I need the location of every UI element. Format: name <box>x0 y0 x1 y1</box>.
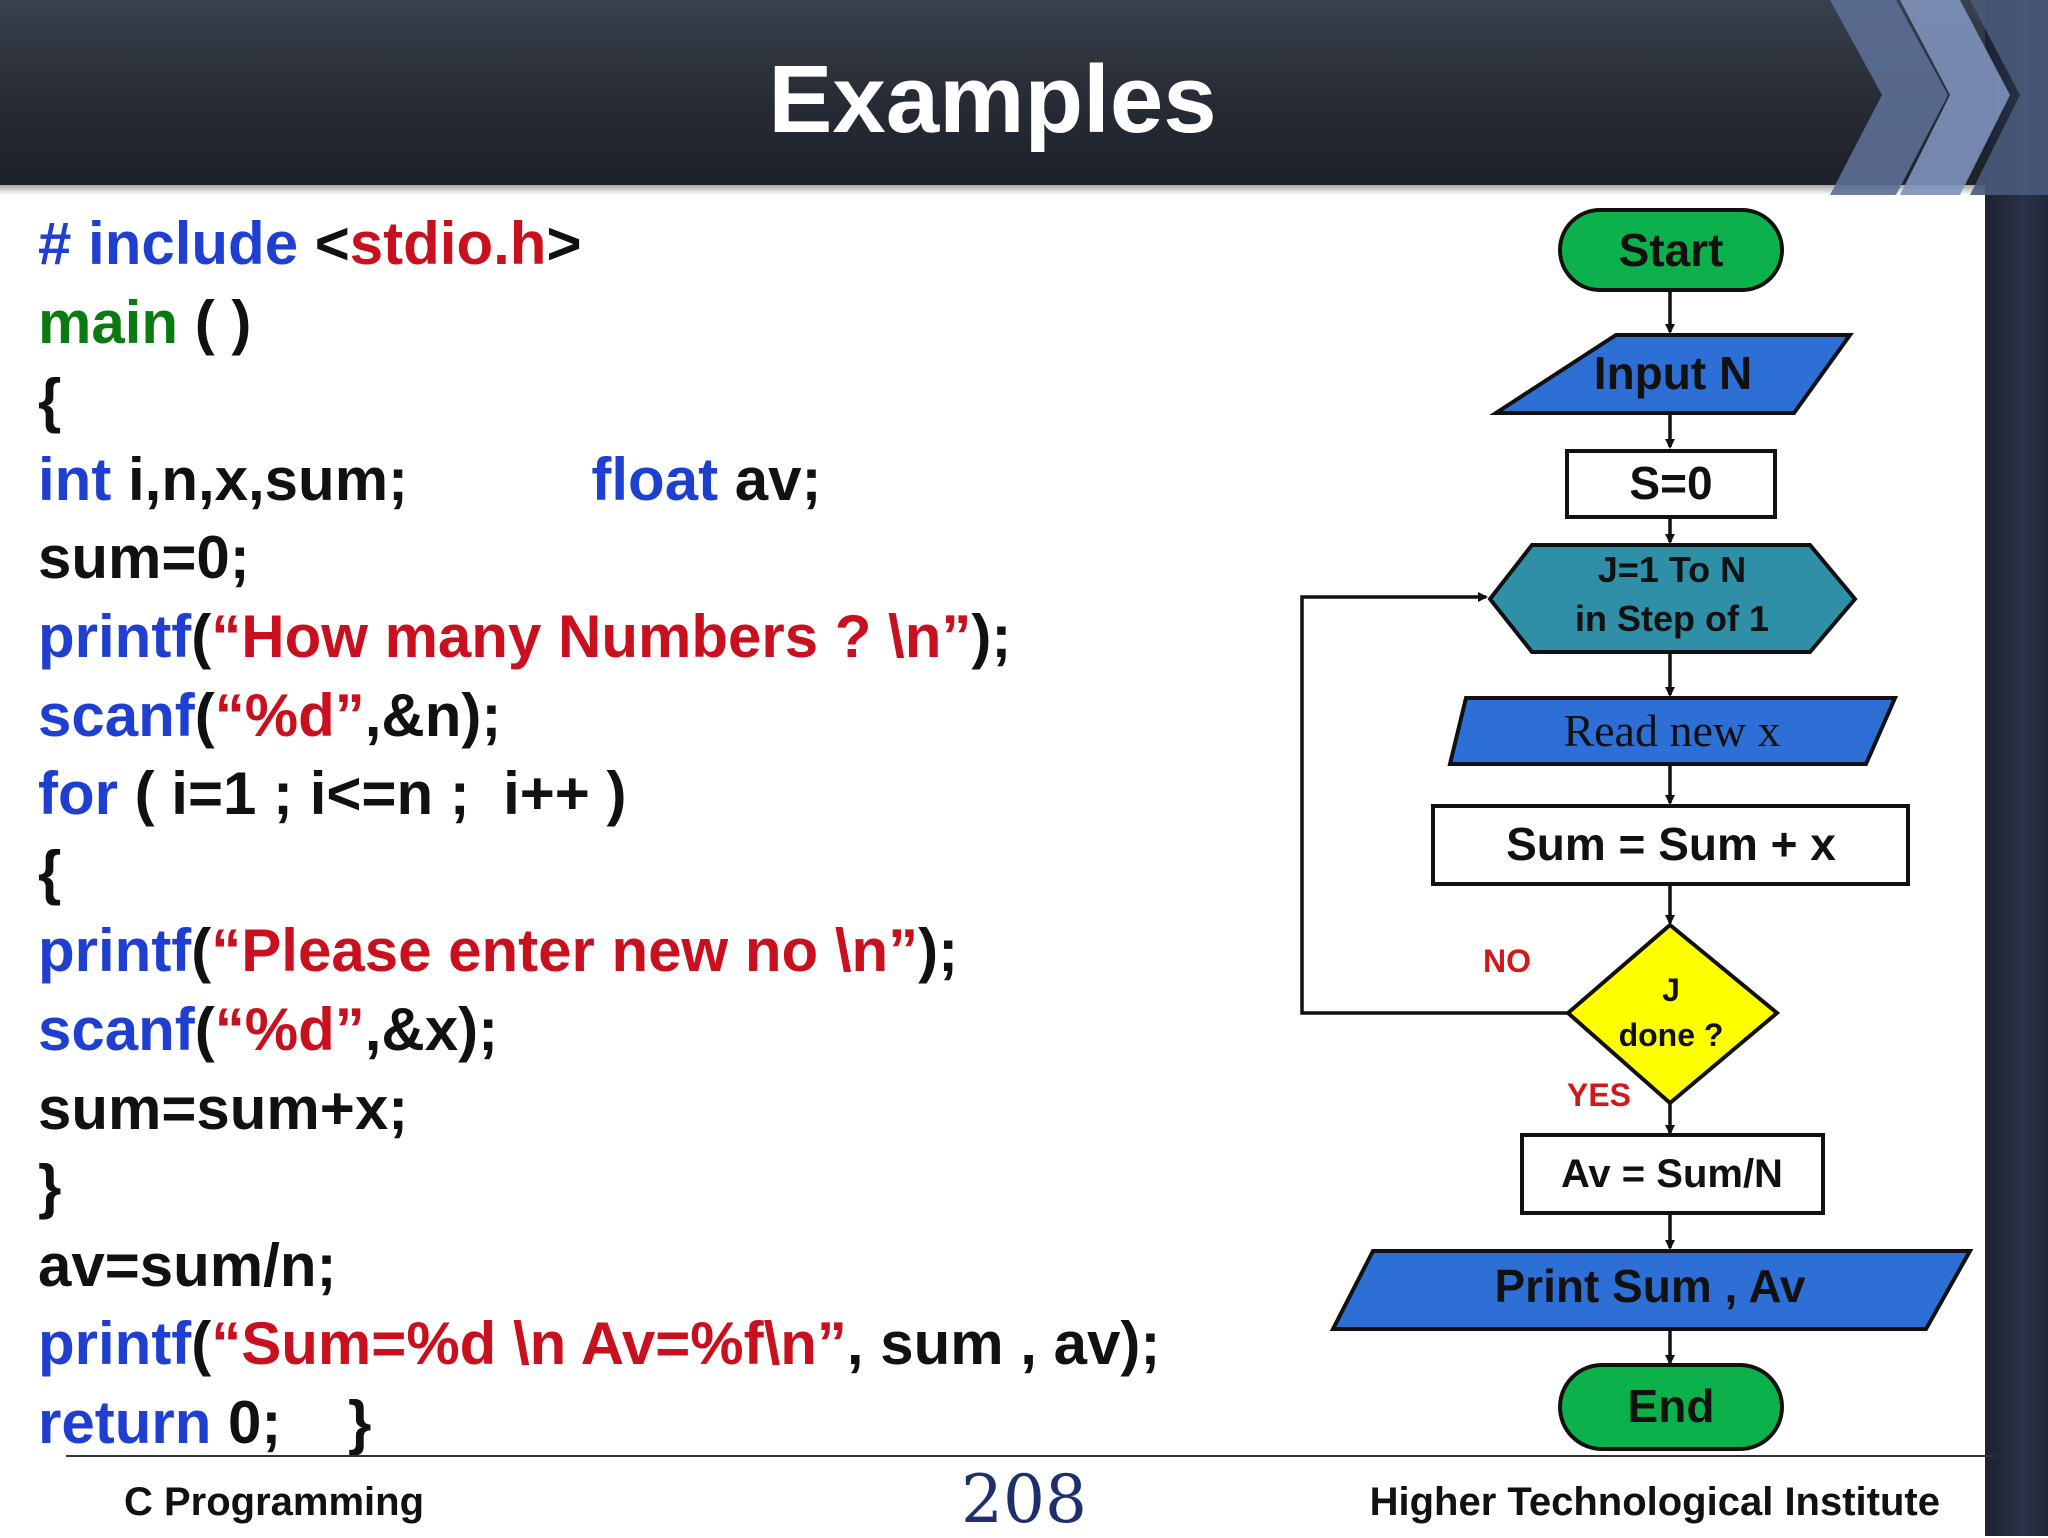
input-label: Input N <box>1594 347 1752 399</box>
code-line: main ( ) <box>38 284 1278 363</box>
slide-header-bar <box>0 0 1985 185</box>
code-line: return 0; } <box>38 1384 1278 1463</box>
code-token: ); <box>971 602 1012 670</box>
code-token: printf <box>38 917 192 985</box>
code-line: printf(“How many Numbers ? \n”); <box>38 598 1278 677</box>
code-line: int i,n,x,sum; float av; <box>38 441 1278 520</box>
yes-label: YES <box>1567 1077 1631 1113</box>
code-token: ( <box>191 917 212 985</box>
page-number: 208 <box>961 1461 1087 1538</box>
code-line: av=sum/n; <box>38 1227 1278 1306</box>
code-token: ( <box>191 1310 212 1378</box>
read-label: Read new x <box>1563 705 1780 756</box>
sum-node: Sum = Sum + x <box>1431 804 1910 886</box>
read-node: Read new x <box>1447 696 1899 766</box>
code-token: av; <box>718 445 822 513</box>
slide-title: Examples <box>768 46 1217 153</box>
code-token: printf <box>38 602 192 670</box>
code-token: int <box>38 445 112 513</box>
code-token: av=sum/n; <box>38 1231 337 1299</box>
code-token: ,&x); <box>364 995 499 1063</box>
code-line: # include <stdio.h> <box>38 205 1278 284</box>
footer-divider <box>66 1455 1996 1457</box>
code-token: ); <box>918 917 959 985</box>
code-token: “How many Numbers ? \n” <box>211 602 972 670</box>
code-line: { <box>38 362 1278 441</box>
no-label: NO <box>1483 943 1531 979</box>
code-token: { <box>38 838 62 906</box>
code-line: printf(“Sum=%d \n Av=%f\n”, sum , av); <box>38 1305 1278 1384</box>
loop-label-line1: J=1 To N <box>1598 549 1746 590</box>
chevron-decoration-icon <box>1830 0 2048 195</box>
code-line: scanf(“%d”,&n); <box>38 677 1278 756</box>
init-label: S=0 <box>1629 457 1712 509</box>
code-line: sum=0; <box>38 519 1278 598</box>
start-label: Start <box>1619 224 1724 276</box>
average-node: Av = Sum/N <box>1520 1133 1825 1215</box>
right-decorative-strip <box>1985 0 2048 1536</box>
code-token: 0; } <box>211 1388 372 1456</box>
code-token: stdio.h <box>349 210 547 277</box>
code-token: # include <box>38 210 315 277</box>
code-token: > <box>546 210 582 277</box>
code-line: scanf(“%d”,&x); <box>38 991 1278 1070</box>
decision-label-line2: done ? <box>1619 1017 1724 1053</box>
code-token: “Sum=%d \n Av=%f\n” <box>211 1310 847 1378</box>
code-token: ( <box>191 602 212 670</box>
code-token: i,n,x,sum; <box>111 445 592 513</box>
code-token: for <box>38 760 118 828</box>
flow-connectors <box>1300 290 1675 1365</box>
code-token: sum=sum+x; <box>38 1074 409 1142</box>
code-line: { <box>38 834 1278 913</box>
code-token: printf <box>38 1310 192 1378</box>
header-shadow <box>0 185 1985 195</box>
code-token: } <box>38 1153 62 1221</box>
sum-label: Sum = Sum + x <box>1506 818 1836 870</box>
code-line: sum=sum+x; <box>38 1070 1278 1149</box>
code-token: ( <box>194 995 215 1063</box>
code-token: float <box>591 445 719 513</box>
input-node: Input N <box>1489 333 1854 415</box>
average-label: Av = Sum/N <box>1561 1152 1783 1196</box>
code-token: “Please enter new no \n” <box>211 917 919 985</box>
code-token: “%d” <box>214 681 365 749</box>
loop-label-line2: in Step of 1 <box>1575 598 1769 639</box>
code-token: sum=0; <box>38 524 250 592</box>
start-node: Start <box>1558 208 1784 292</box>
loop-node: J=1 To N in Step of 1 <box>1487 543 1858 654</box>
code-token: ( <box>194 681 215 749</box>
code-token: “%d” <box>214 995 365 1063</box>
decision-node: J done ? <box>1564 922 1781 1106</box>
code-line: } <box>38 1148 1278 1227</box>
code-line: for ( i=1 ; i<=n ; i++ ) <box>38 755 1278 834</box>
code-token: { <box>38 367 62 435</box>
code-token: main <box>38 288 179 356</box>
code-token: return <box>38 1388 212 1456</box>
code-line: printf(“Please enter new no \n”); <box>38 912 1278 991</box>
decision-label-line1: J <box>1662 972 1680 1008</box>
code-token: ,&n); <box>364 681 502 749</box>
code-token: ( ) <box>178 288 252 356</box>
code-token: scanf <box>38 681 195 749</box>
print-node: Print Sum , Av <box>1329 1249 1974 1331</box>
code-token: ( i=1 ; i<=n ; i++ ) <box>117 760 627 828</box>
code-token: scanf <box>38 995 195 1063</box>
code-token: < <box>314 210 350 277</box>
code-token: , sum , av); <box>846 1310 1161 1378</box>
init-node: S=0 <box>1565 449 1777 519</box>
code-listing: # include <stdio.h>main ( ){int i,n,x,su… <box>38 205 1278 1463</box>
footer-course-name: C Programming <box>124 1480 425 1524</box>
footer-institute-name: Higher Technological Institute <box>1369 1480 1940 1524</box>
end-node: End <box>1558 1363 1784 1451</box>
print-label: Print Sum , Av <box>1495 1260 1806 1312</box>
end-label: End <box>1628 1380 1715 1432</box>
flowchart: Start Input N S=0 J=1 To N in Step of 1 … <box>1300 208 1974 1451</box>
arrow-no-loop-back <box>1300 592 1568 1015</box>
